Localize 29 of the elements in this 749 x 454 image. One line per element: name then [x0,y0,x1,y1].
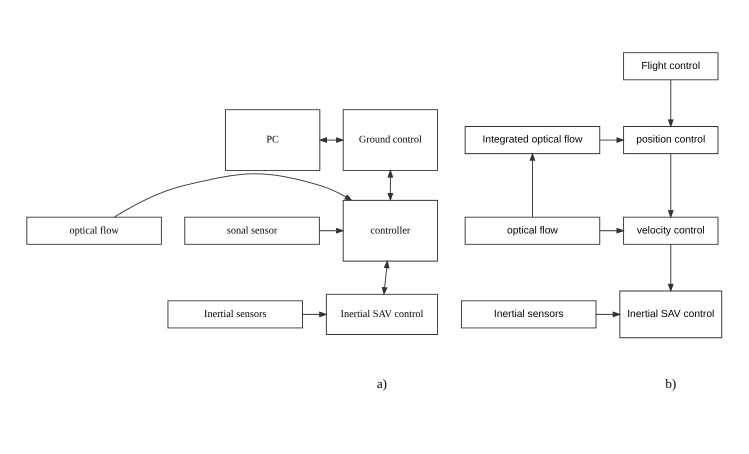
arrow [600,137,625,144]
arrow [530,152,536,218]
arrow [668,244,674,292]
node-box: sonal sensor [184,216,320,245]
node-box: Integrated optical flow [464,126,600,154]
node-box: velocity control [623,216,718,245]
arrow [387,169,394,202]
arrow [114,173,353,218]
node-box: Inertial sensors [460,300,596,328]
arrow [668,153,674,219]
node-box: optical flow [464,216,600,245]
node-box: Inertial SAV control [326,294,438,335]
arrow [600,228,625,234]
node-box: Flight control [623,52,718,80]
node-box: Ground control [342,109,438,171]
label: b) [665,376,676,391]
node-box: PC [224,109,320,171]
arrow [319,228,345,234]
arrow [318,137,344,144]
node-box: controller [342,200,438,262]
arrow [596,311,622,318]
node-box: Inertial sensors [167,300,303,328]
label: a) [376,376,388,391]
arrow [382,260,390,296]
node-box: Inertial SAV control [619,290,722,338]
arrow [302,311,328,318]
node-box: position control [623,126,718,154]
arrow [668,80,674,128]
node-box: optical flow [26,216,162,245]
